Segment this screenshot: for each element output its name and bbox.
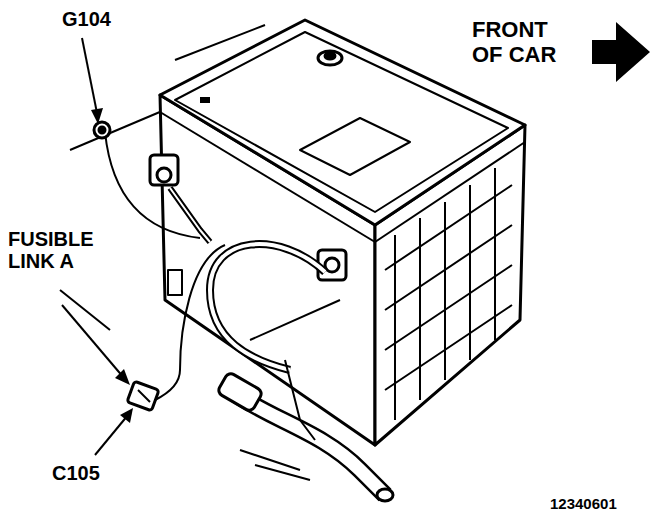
connector-label: C105 — [50, 462, 102, 484]
part-label: FUSIBLE LINK A — [6, 228, 128, 273]
direction-label: FRONT OF CAR — [470, 18, 584, 67]
figure-number: 12340601 — [548, 496, 619, 513]
connector-label: G104 — [60, 8, 113, 30]
